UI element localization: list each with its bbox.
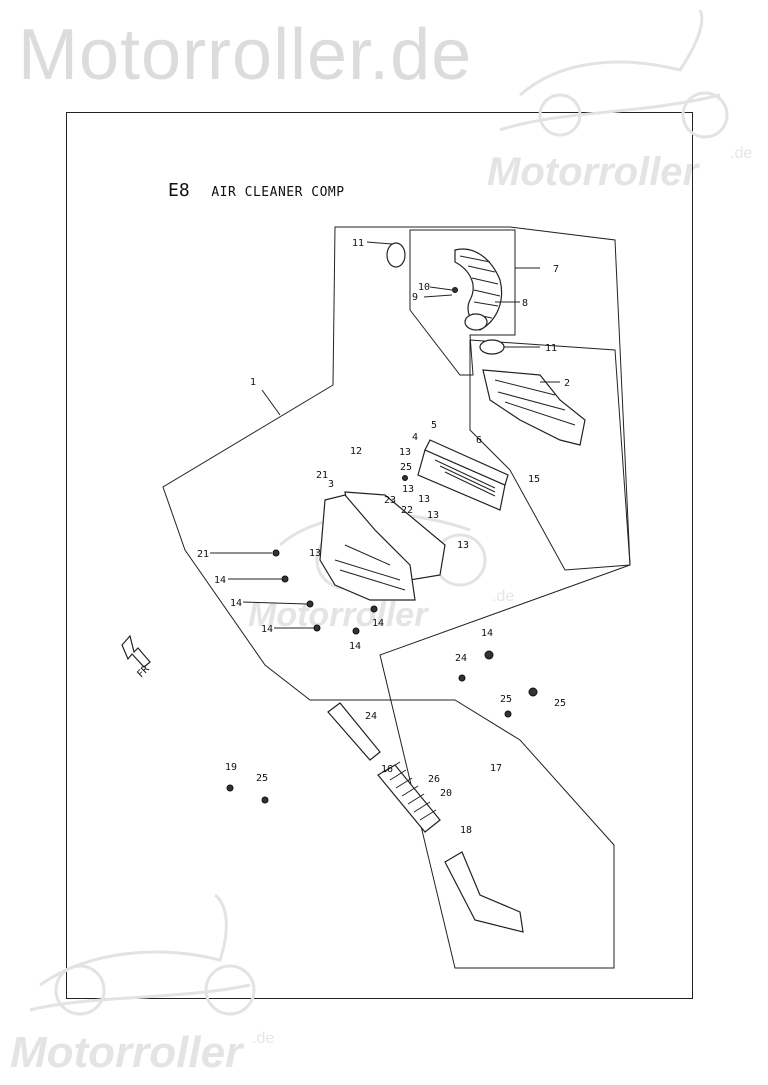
clamp-top xyxy=(386,242,406,268)
part-label: 19 xyxy=(225,762,237,773)
part-label: 11 xyxy=(545,343,557,354)
diagram-code: E8 xyxy=(168,180,190,201)
diagram-name: AIR CLEANER COMP xyxy=(211,185,345,200)
diagram-title: E8 AIR CLEANER COMP xyxy=(168,180,345,201)
strip xyxy=(327,702,381,761)
assembly-outline-main xyxy=(162,226,631,969)
watermark-sub-mid: .de xyxy=(492,588,515,605)
part-label: 14 xyxy=(261,624,273,635)
air-cleaner-case xyxy=(319,494,416,601)
clamp-lower xyxy=(479,339,505,355)
part-label: 25 xyxy=(400,462,412,473)
part-label: 10 xyxy=(418,282,430,293)
watermark-small-bottom: Motorroller xyxy=(10,1028,243,1077)
diagram-frame xyxy=(66,112,693,999)
part-label: 25 xyxy=(256,773,268,784)
part-label: 11 xyxy=(352,238,364,249)
part-label: 18 xyxy=(460,825,472,836)
watermark-small-top: Motorroller xyxy=(487,150,699,194)
part-label: 14 xyxy=(372,618,384,629)
part-label: 25 xyxy=(500,694,512,705)
watermark-main: Motorroller.de xyxy=(18,15,473,95)
part-label: 4 xyxy=(412,432,418,443)
part-labels: 11 7 10 9 8 11 2 1 6 15 5 4 13 12 21 3 1… xyxy=(197,238,570,836)
part-label: 17 xyxy=(490,763,502,774)
part-label: 8 xyxy=(522,298,528,309)
direction-arrow: FR xyxy=(121,634,152,680)
part-label: 26 xyxy=(428,774,440,785)
part-label: 13 xyxy=(427,510,439,521)
part-label: 14 xyxy=(481,628,493,639)
watermark-sub-top: .de xyxy=(730,145,753,162)
part-label: 14 xyxy=(349,641,361,652)
part-label: 14 xyxy=(230,598,242,609)
part-label: 13 xyxy=(309,548,321,559)
filter-element xyxy=(417,439,509,511)
part-label: 20 xyxy=(440,788,452,799)
part-label: 23 xyxy=(384,495,396,506)
part-label: 21 xyxy=(316,470,328,481)
part-label: 5 xyxy=(431,420,437,431)
part-label: 12 xyxy=(350,446,362,457)
part-label: 13 xyxy=(399,447,411,458)
part-label: 14 xyxy=(214,575,226,586)
intake-hose xyxy=(454,248,503,331)
scooter-watermark-top xyxy=(499,9,729,139)
direction-label: FR xyxy=(135,663,152,680)
scooter-watermark-bottom xyxy=(29,893,256,1016)
part-label: 13 xyxy=(418,494,430,505)
part-label: 13 xyxy=(402,484,414,495)
part-label: 6 xyxy=(476,435,482,446)
part-label: 2 xyxy=(564,378,570,389)
part-label: 21 xyxy=(197,549,209,560)
bolts xyxy=(226,287,538,804)
part-label: 7 xyxy=(553,264,559,275)
element-box-outline xyxy=(469,339,631,571)
part-label: 16 xyxy=(381,764,393,775)
part-label: 9 xyxy=(412,292,418,303)
hose-group-outline xyxy=(409,229,516,376)
drain-hose xyxy=(444,851,524,933)
part-label: 3 xyxy=(328,479,334,490)
corrugated-tube xyxy=(377,761,441,833)
part-label: 25 xyxy=(554,698,566,709)
part-label: 13 xyxy=(457,540,469,551)
part-label: 24 xyxy=(365,711,377,722)
leader-lines xyxy=(210,241,560,629)
case-cover xyxy=(482,369,586,446)
part-label: 22 xyxy=(401,505,413,516)
part-label: 15 xyxy=(528,474,540,485)
watermark-sub-bottom: .de xyxy=(252,1030,275,1047)
part-label: 24 xyxy=(455,653,467,664)
part-label: 1 xyxy=(250,377,256,388)
